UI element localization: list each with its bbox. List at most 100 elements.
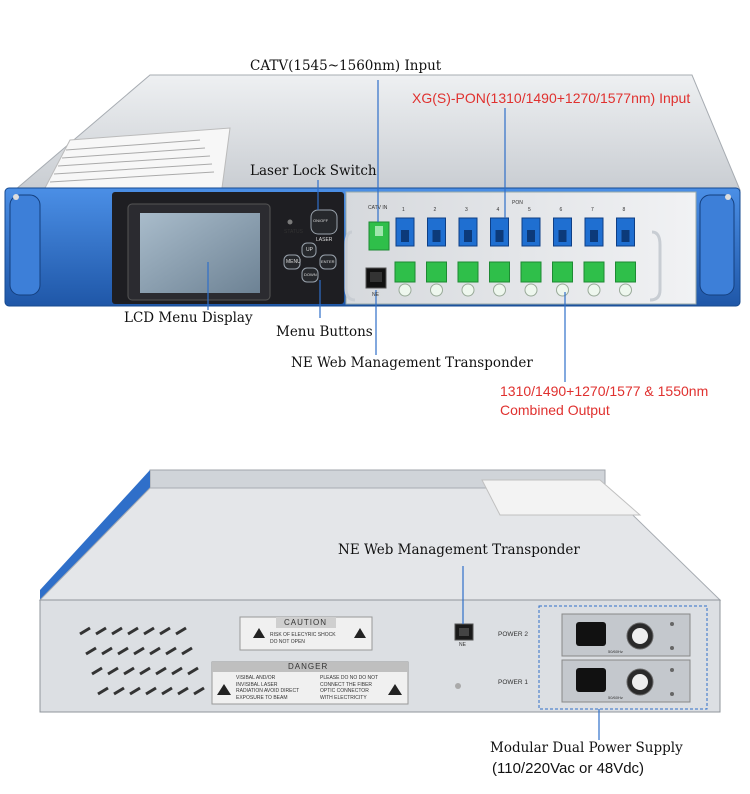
vent-slot <box>133 646 145 656</box>
pon-input-port-dustcap <box>401 230 409 242</box>
rear-blue-ear <box>40 470 150 600</box>
ne-web-management-annotation: NE Web Management Transponder <box>291 355 533 371</box>
vent-slot <box>129 686 141 696</box>
vent-slot <box>181 646 193 656</box>
vent-slot <box>95 626 107 636</box>
power-1-socket[interactable] <box>576 668 606 692</box>
caution-title: CAUTION <box>284 618 327 627</box>
vent-slot <box>177 686 189 696</box>
module-screw <box>670 668 674 672</box>
danger-text-line: INVISIBAL LASER <box>236 681 278 688</box>
danger-title: DANGER <box>288 662 329 671</box>
danger-text-line: CONNECT THE FIBER <box>320 681 373 688</box>
rear-leader-lines <box>462 566 600 740</box>
menu-button[interactable] <box>283 254 301 270</box>
front-leader-lines <box>207 80 566 382</box>
combined-output-port[interactable] <box>457 261 479 283</box>
up-label: UP <box>306 247 313 253</box>
shock-warning-icon <box>354 628 366 638</box>
combined-output-port[interactable] <box>520 261 542 283</box>
pon-input-port-dustcap <box>621 230 630 242</box>
combined-output-annotation-line1: 1310/1490+1270/1577 & 1550nm <box>500 383 709 399</box>
power-modules-highlight <box>538 605 708 710</box>
laser-onoff-button[interactable] <box>310 209 338 235</box>
power-1-rating: 50/60Hz <box>608 695 623 700</box>
combined-output-port[interactable] <box>426 261 447 283</box>
left-handle[interactable] <box>9 194 41 296</box>
vent-slot <box>127 626 139 636</box>
laser-label: LASER <box>316 237 333 243</box>
pon-input-port-dustcap <box>527 230 535 242</box>
output-port-dustcap <box>398 283 412 297</box>
pon-input-ports <box>395 217 635 247</box>
caution-header <box>276 617 336 628</box>
down-button[interactable] <box>301 267 319 283</box>
port-number: 5 <box>528 207 531 213</box>
status-led <box>287 219 293 225</box>
rear-ne-label: NE <box>459 642 466 648</box>
vent-slot <box>193 686 205 696</box>
vent-slot <box>187 666 199 676</box>
vent-slot <box>143 626 155 636</box>
lcd-menu-display-annotation: LCD Menu Display <box>124 310 253 326</box>
danger-text-line: PLEASE DO NO DO NOT <box>320 675 379 681</box>
pon-input-port-dustcap <box>464 230 472 242</box>
combined-output-port[interactable] <box>394 261 416 283</box>
module-screw <box>670 692 674 696</box>
vent-slot <box>79 626 91 636</box>
port-number: 7 <box>591 207 594 213</box>
vent-slot <box>175 626 187 636</box>
xgs-pon-input-annotation: XG(S)-PON(1310/1490+1270/1577nm) Input <box>412 90 691 106</box>
rear-top-sticker <box>481 479 642 516</box>
port-number: 6 <box>559 207 563 213</box>
rear-ne-rj45-jack <box>459 628 469 636</box>
combined-output-port[interactable] <box>583 261 605 283</box>
right-handle[interactable] <box>699 194 735 296</box>
vent-slot <box>159 626 171 636</box>
output-port-dustcap <box>493 283 506 297</box>
rack-screw <box>725 194 731 200</box>
module-screw <box>670 622 674 626</box>
vent-slot <box>113 686 125 696</box>
vent-slot <box>155 666 167 676</box>
optical-port-panel <box>345 191 697 305</box>
pon-input-port-dustcap <box>558 230 567 242</box>
output-port-dustcap <box>587 283 601 297</box>
combined-output-port[interactable] <box>552 261 573 283</box>
combined-output-ports <box>394 261 636 297</box>
combined-output-port[interactable] <box>615 261 636 283</box>
lcd-screen[interactable] <box>140 213 260 293</box>
output-port-dustcap <box>461 283 475 297</box>
port-number: 8 <box>622 207 626 213</box>
power-2-rating: 50/60Hz <box>608 649 623 654</box>
combined-output-port[interactable] <box>489 261 510 283</box>
danger-text-line: VISIBAL AND/OR <box>236 675 276 681</box>
laser-warning-icon <box>388 684 402 695</box>
port-number: 2 <box>433 207 437 213</box>
modular-power-annotation-line2: (110/220Vac or 48Vdc) <box>492 760 645 777</box>
catv-input-annotation: CATV(1545~1560nm) Input <box>250 58 442 74</box>
catv-in-label: CATV IN <box>368 205 388 211</box>
danger-text-line: OPTIC CONNECTOR <box>320 688 369 694</box>
danger-header <box>212 662 408 672</box>
vent-slot <box>91 666 103 676</box>
top-sticker <box>44 127 231 189</box>
enter-button[interactable] <box>319 254 337 270</box>
output-port-dustcap <box>556 283 569 297</box>
power-2-socket[interactable] <box>576 622 606 646</box>
menu-buttons-annotation: Menu Buttons <box>276 324 373 340</box>
status-label: STATUS <box>284 229 303 235</box>
laser-lock-switch-annotation: Laser Lock Switch <box>250 163 377 179</box>
fiber-bracket-left <box>344 230 356 302</box>
fiber-bracket-right <box>649 230 662 302</box>
vent-slot <box>85 646 97 656</box>
vent-slot <box>111 626 123 636</box>
up-button[interactable] <box>301 242 317 258</box>
vent-slot <box>171 666 183 676</box>
power-2-label: POWER 2 <box>498 631 528 638</box>
port-number: 1 <box>402 207 405 213</box>
pon-input-port-dustcap <box>495 230 504 242</box>
output-port-dustcap <box>430 283 443 297</box>
catv-in-port-dustcap <box>375 226 383 236</box>
